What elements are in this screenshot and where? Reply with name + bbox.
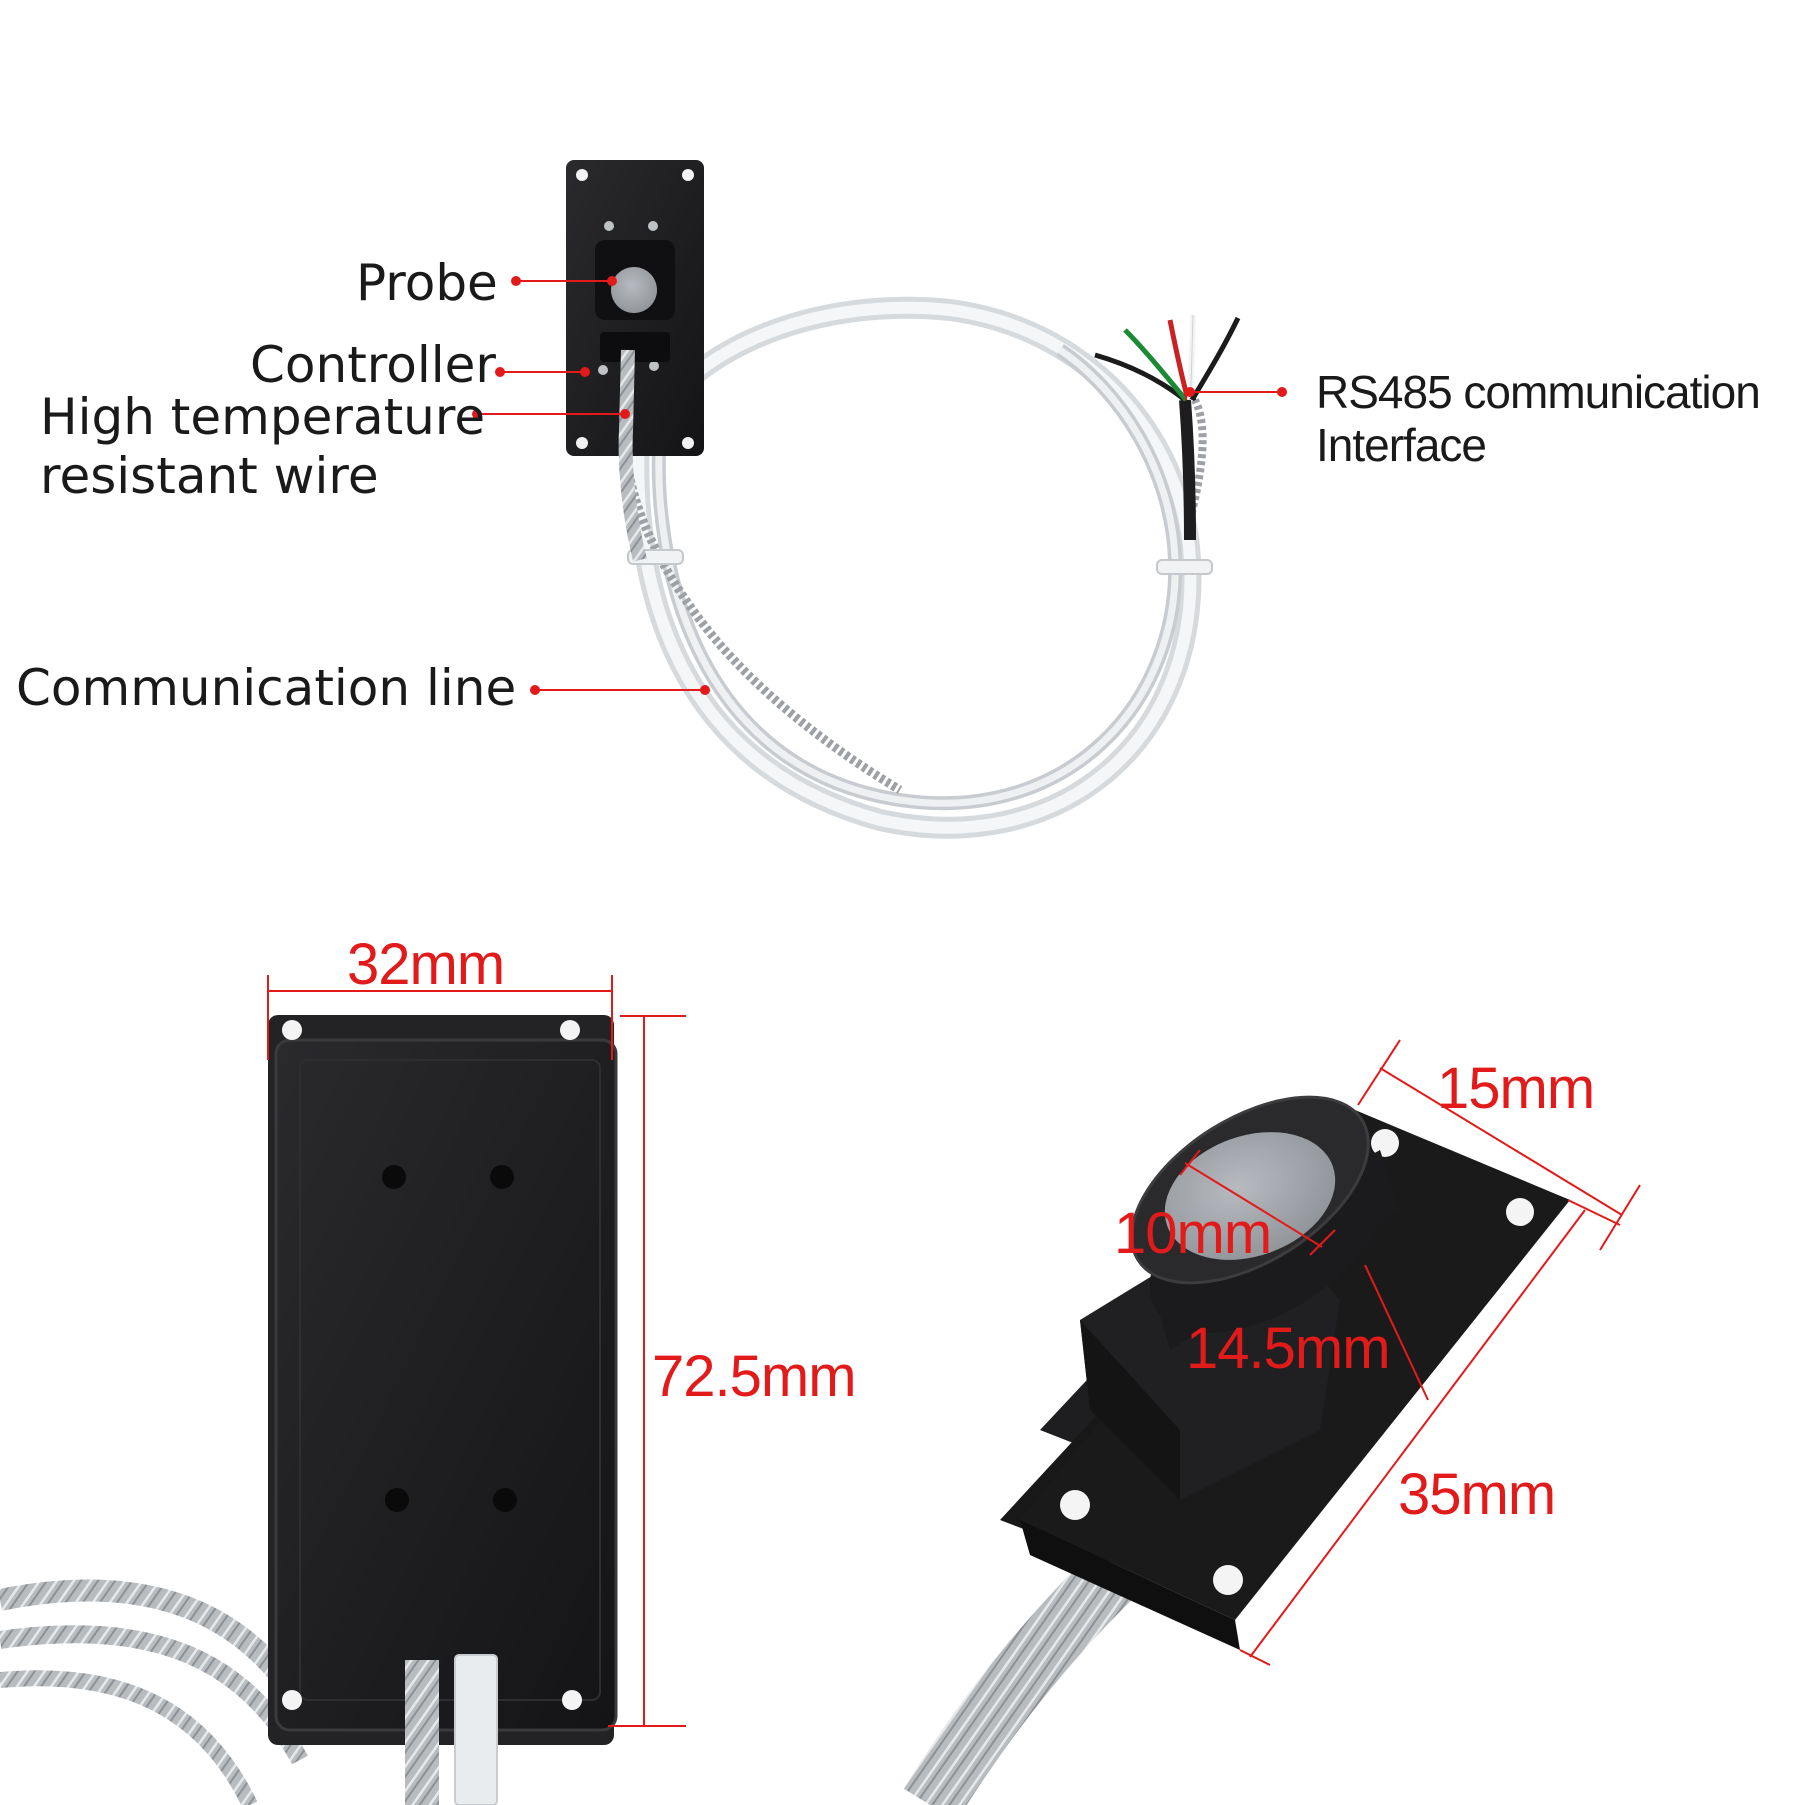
probe-label: Probe: [356, 254, 498, 312]
top-controller-housing: [566, 160, 704, 562]
dimension-lines: [267, 975, 1641, 1727]
dimension-flange-length: 35mm: [1398, 1462, 1556, 1527]
rs485-label-line1: RS485 communication: [1316, 366, 1761, 418]
communication-line-label: Communication line: [16, 659, 517, 717]
controller-label: Controller: [250, 336, 496, 394]
callout-lines: [472, 276, 1287, 695]
top-cable-loop: [619, 296, 1241, 839]
rs485-label-line2: Interface: [1316, 419, 1487, 471]
dimension-probe-height: 14.5mm: [1186, 1316, 1391, 1381]
bottom-left-device: [0, 1015, 618, 1805]
dimension-lens: 10mm: [1114, 1201, 1272, 1266]
top-probe-lens: [611, 267, 657, 313]
wire-label-line2: resistant wire: [40, 447, 379, 505]
bottom-right-probe: [903, 1095, 1570, 1805]
wire-label-line1: High temperature: [40, 388, 486, 446]
dimension-length: 72.5mm: [652, 1344, 857, 1409]
dimension-flange-width: 15mm: [1437, 1056, 1595, 1121]
dimension-width: 32mm: [347, 932, 505, 997]
